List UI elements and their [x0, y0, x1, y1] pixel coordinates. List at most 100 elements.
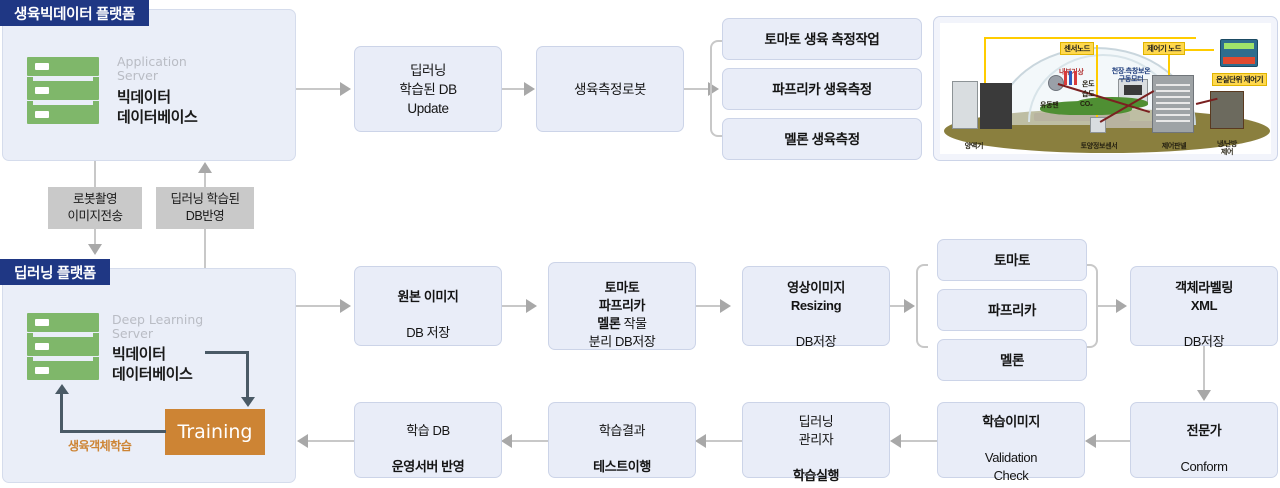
arrow-left-to-validation: [1085, 434, 1096, 448]
arrow-right-to-split: [526, 299, 537, 313]
box-dl-db-update[interactable]: 딥러닝 학습된 DB Update: [354, 46, 502, 132]
greenhouse-label-temperature: 온도: [1082, 81, 1095, 88]
greenhouse-label-circulation-fan: 유동팬: [1040, 102, 1059, 109]
connector-robot-to-branch: [684, 88, 708, 90]
greenhouse-label-unit-controller: 온실단위 제어기: [1212, 73, 1268, 86]
greenhouse-label-humidity: 습도: [1082, 91, 1095, 98]
message-robot-image-transfer-label: 로봇촬영 이미지전송: [67, 192, 123, 223]
greenhouse-net-line-sensor-down: [1096, 45, 1098, 133]
box-crop-split-db-reg: 작물 분리 DB저장: [588, 316, 656, 349]
connector-training-loop-v: [60, 394, 63, 433]
box-train-db-bold: 운영서버 반영: [391, 459, 465, 474]
box-train-db-to-ops-server[interactable]: 학습 DB 운영서버 반영: [354, 402, 502, 478]
box-expert-conform-bold: 전문가: [1186, 423, 1222, 438]
connector-training-loop-h: [60, 430, 166, 433]
box-tomato-growth-measure-task[interactable]: 토마토 생육 측정작업: [722, 18, 922, 60]
connector-db-to-training-h: [205, 351, 249, 354]
platform-growth-bigdata-tab: 생육빅데이터 플랫폼: [0, 0, 150, 26]
connector-bigdata-to-update: [296, 88, 340, 90]
connector-msg1-top: [94, 161, 96, 187]
connector-validation-to-manager: [901, 440, 937, 442]
box-image-resizing-db-reg: DB저장: [795, 334, 837, 349]
greenhouse-thermo-bars: [1064, 71, 1080, 85]
box-training-result-bold: 테스트이행: [593, 459, 651, 474]
server-name-bigdata-db-dl: 빅데이터 데이터베이스: [112, 346, 193, 383]
box-paprika-growth-measure[interactable]: 파프리카 생육측정: [722, 68, 922, 110]
box-image-resizing-db[interactable]: 영상이미지 Resizing DB저장: [742, 266, 890, 349]
box-original-image-db-reg: DB 저장: [406, 325, 450, 340]
box-crop-split-db[interactable]: 토마토 파프리카 멜론 작물 분리 DB저장: [548, 262, 696, 350]
branch-bracket-mid-right: [1086, 264, 1098, 348]
arrow-right-to-db-update: [340, 82, 351, 96]
connector-original-to-split: [502, 305, 526, 307]
arrow-left-to-dl-platform: [297, 434, 308, 448]
box-object-labeling-xml-reg: DB저장: [1183, 334, 1225, 349]
greenhouse-label-co2: CO₂: [1080, 101, 1093, 108]
arrow-right-to-original-image: [340, 299, 351, 313]
box-object-labeling-xml[interactable]: 객체라벨링 XML DB저장: [1130, 266, 1278, 349]
arrow-right-to-branch-top: [708, 82, 719, 96]
greenhouse-net-line-ctrl-right: [1170, 49, 1214, 51]
box-crop-split-db-bold: 토마토 파프리카 멜론: [597, 280, 646, 331]
box-crop-paprika-label: 파프리카: [987, 302, 1037, 318]
box-crop-melon-label: 멜론: [999, 352, 1025, 368]
box-original-image-db[interactable]: 원본 이미지 DB 저장: [354, 266, 502, 346]
connector-test-to-opsdb: [512, 440, 548, 442]
server-title-application: Application Server: [117, 54, 187, 83]
box-melon-growth-measure-label: 멜론 생육측정: [784, 131, 860, 147]
box-training-result-reg: 학습결과: [598, 423, 646, 438]
greenhouse-control-panel: [1152, 75, 1194, 133]
arrow-left-to-opsdb: [501, 434, 512, 448]
box-tomato-growth-measure-task-label: 토마토 생육 측정작업: [764, 31, 880, 47]
connector-manager-to-test: [706, 440, 742, 442]
box-dl-db-update-label: 딥러닝 학습된 DB Update: [399, 62, 457, 116]
greenhouse-nutrient-racks: [980, 83, 1012, 129]
connector-xml-to-expert: [1203, 346, 1205, 390]
training-loop-label: 생육객체학습: [68, 439, 132, 453]
connector-msg2-bottom: [204, 229, 206, 279]
training-block[interactable]: Training: [165, 409, 265, 455]
connector-crop-branch-to-xml: [1098, 305, 1116, 307]
box-training-result-test[interactable]: 학습결과 테스트이행: [548, 402, 696, 478]
box-crop-tomato[interactable]: 토마토: [937, 239, 1087, 281]
arrow-right-to-robot: [524, 82, 535, 96]
connector-msg2-top: [204, 173, 206, 187]
arrow-up-to-bigdata-platform: [198, 162, 212, 173]
box-crop-paprika[interactable]: 파프리카: [937, 289, 1087, 331]
greenhouse-label-control-panel: 제어판넬: [1161, 143, 1187, 150]
arrow-left-to-test: [695, 434, 706, 448]
box-growth-measure-robot-label: 생육측정로봇: [573, 81, 647, 97]
box-original-image-db-bold: 원본 이미지: [397, 289, 459, 304]
greenhouse-label-cooling-heating: 냉/난방 제어: [1216, 141, 1238, 156]
connector-opsdb-to-dl-platform: [308, 440, 354, 442]
message-trained-db-apply-label: 딥러닝 학습된 DB반영: [170, 192, 240, 223]
greenhouse-bed-2: [1090, 121, 1156, 128]
greenhouse-image-area: 센서노드 제어기 노드 온실단위 제어기 내부기상: [940, 23, 1271, 156]
box-train-db-reg: 학습 DB: [406, 423, 450, 438]
connector-update-to-robot: [502, 88, 524, 90]
message-trained-db-apply: 딥러닝 학습된 DB반영: [156, 187, 254, 229]
box-train-image-validation[interactable]: 학습이미지 Validation Check: [937, 402, 1085, 483]
platform-deep-learning-tab-label: 딥러닝 플랫폼: [14, 265, 96, 282]
connector-msg1-bottom: [94, 229, 96, 246]
box-melon-growth-measure[interactable]: 멜론 생육측정: [722, 118, 922, 160]
greenhouse-drive-motor-detail: [1124, 85, 1142, 95]
branch-bracket-top: [710, 40, 724, 137]
connector-dl-to-original-image: [296, 305, 340, 307]
platform-growth-bigdata-tab-label: 생육빅데이터 플랫폼: [14, 6, 136, 23]
greenhouse-net-line-top: [1070, 37, 1196, 39]
greenhouse-label-ceiling-motor: 천장.측창보온 구동모터: [1111, 68, 1151, 83]
box-expert-conform-reg: Conform: [1180, 459, 1228, 474]
connector-db-to-training-v2: [246, 351, 249, 397]
box-object-labeling-xml-bold: 객체라벨링 XML: [1175, 280, 1233, 313]
box-growth-measure-robot[interactable]: 생육측정로봇: [536, 46, 684, 132]
arrow-left-to-manager: [890, 434, 901, 448]
box-crop-melon[interactable]: 멜론: [937, 339, 1087, 381]
greenhouse-controller-device: [1220, 39, 1258, 67]
box-expert-conform[interactable]: 전문가 Conform: [1130, 402, 1278, 478]
greenhouse-sensor-diagram: 센서노드 제어기 노드 온실단위 제어기 내부기상: [933, 16, 1278, 161]
box-dl-manager-run-training[interactable]: 딥러닝 관리자 학습실행: [742, 402, 890, 483]
box-crop-tomato-label: 토마토: [993, 252, 1031, 268]
arrow-right-to-resize: [720, 299, 731, 313]
